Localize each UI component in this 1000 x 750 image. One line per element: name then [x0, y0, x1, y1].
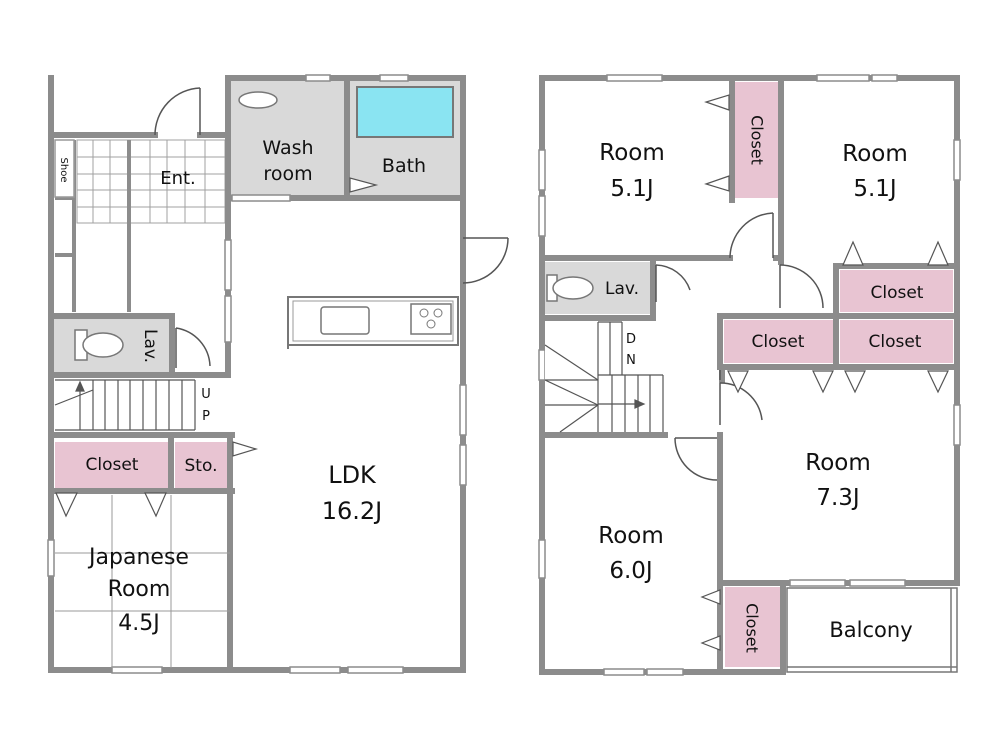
room-nw-name: Room	[599, 140, 665, 166]
bathtub	[356, 86, 454, 138]
stairs-2f	[544, 321, 664, 433]
closet-door-marks-1f	[55, 177, 379, 518]
room-ne-size: 5.1J	[853, 176, 896, 202]
balcony	[786, 587, 958, 673]
closet-1f-label: Closet	[86, 455, 139, 475]
closet-mid-right-fill	[840, 320, 953, 363]
lav-1f-label: Lav.	[140, 329, 160, 363]
doors-1f	[154, 87, 509, 368]
closet-vertical-top-fill	[735, 82, 778, 198]
storage-label: Sto.	[185, 456, 218, 476]
lav-2f-label: Lav.	[605, 279, 639, 299]
room-sw-name: Room	[598, 523, 664, 549]
shoe-cabinet	[54, 139, 75, 198]
closet-east-fill	[840, 270, 953, 312]
toilet-1f	[74, 329, 124, 361]
kitchen-counter	[287, 296, 459, 349]
japanese-room-label-1: Japanese	[87, 545, 189, 570]
closet-vertical-bottom-fill	[725, 587, 781, 667]
closet-east-label: Closet	[871, 283, 924, 303]
shoe-label: Shoe	[58, 158, 69, 183]
toilet-2f	[546, 274, 594, 302]
ldk-name-label: LDK	[328, 461, 377, 489]
stairs-up-label-2: P	[202, 409, 210, 424]
ldk-size-label: 16.2J	[322, 497, 383, 525]
closet-mid-left-label: Closet	[752, 332, 805, 352]
stairs-1f	[54, 379, 196, 431]
wash-room-label-1: Wash	[262, 137, 313, 159]
entrance-label: Ent.	[160, 168, 196, 189]
storage-1f	[175, 442, 227, 489]
bath-label: Bath	[382, 155, 426, 177]
floor-1: Shoe Ent. Wash room Bath Lav. U P Closet…	[47, 74, 509, 674]
closet-mid-right-label: Closet	[869, 332, 922, 352]
windows-2f	[538, 74, 961, 676]
closet-1f	[55, 442, 168, 489]
entrance-tiles	[76, 139, 226, 224]
closet-mid-left-fill	[724, 320, 835, 363]
room-se-size: 7.3J	[816, 485, 859, 511]
floor-2: Room 5.1J Closet Room 5.1J Lav. Closet C…	[538, 74, 961, 676]
room-se-name: Room	[805, 450, 871, 476]
doors-2f	[655, 212, 824, 481]
room-ne-name: Room	[842, 141, 908, 167]
japanese-room-size: 4.5J	[118, 611, 159, 636]
stairs-down-label-2: N	[626, 353, 636, 368]
japanese-room-label-2: Room	[108, 577, 171, 602]
washbasin	[238, 91, 278, 109]
balcony-label: Balcony	[829, 618, 912, 642]
wash-room-label-2: room	[263, 163, 312, 185]
tatami-lines	[55, 495, 230, 668]
stairs-up-label-1: U	[201, 387, 211, 402]
closet-door-marks-2f	[700, 94, 949, 651]
room-nw-size: 5.1J	[610, 176, 653, 202]
windows-1f	[47, 74, 467, 674]
closet-vertical-bottom-label: Closet	[743, 603, 762, 653]
closet-vertical-top-label: Closet	[748, 115, 767, 165]
stairs-down-label-1: D	[626, 332, 636, 347]
room-sw-size: 6.0J	[609, 558, 652, 584]
